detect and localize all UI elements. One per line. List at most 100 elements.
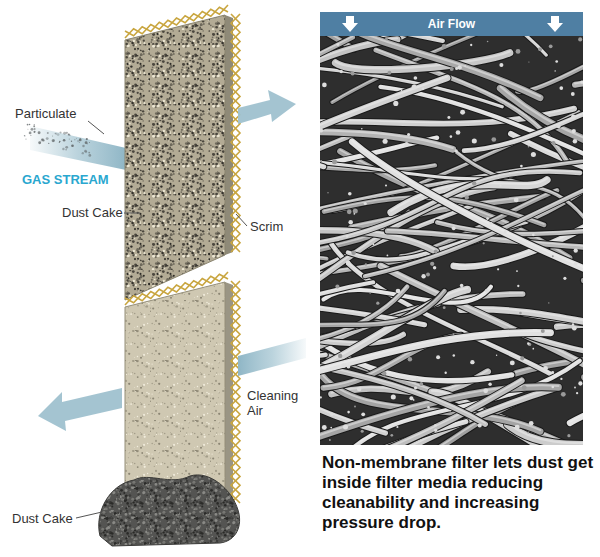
dust-speck xyxy=(419,382,423,386)
dust-speck xyxy=(436,355,440,359)
dust-speck xyxy=(532,233,535,236)
dust-speck xyxy=(487,41,489,43)
fiber xyxy=(320,159,324,186)
scrim-yarn xyxy=(125,272,240,503)
leader-line xyxy=(236,214,247,226)
dust-speck xyxy=(343,425,348,430)
dust-speck xyxy=(347,411,350,414)
dust-speck xyxy=(450,135,453,138)
fiber-edge xyxy=(320,381,522,445)
particle-dot xyxy=(41,138,44,141)
dust-speck xyxy=(532,348,534,350)
particle-dot xyxy=(79,139,82,142)
dust-speck xyxy=(361,128,363,130)
dust-speck xyxy=(510,360,515,365)
down-arrow xyxy=(547,16,563,32)
particle-dot xyxy=(42,139,44,141)
dust-speck xyxy=(464,65,466,67)
dust-speck xyxy=(346,235,349,238)
fiber xyxy=(320,122,453,150)
fiber xyxy=(320,287,407,344)
particle-dot xyxy=(24,135,25,136)
dust-speck xyxy=(578,381,582,385)
particle-dot xyxy=(63,139,66,142)
scrim-yarn xyxy=(125,272,228,303)
fiber-edge xyxy=(518,36,584,92)
dust-speck xyxy=(369,292,371,294)
cleaning-air-out-arrow xyxy=(38,388,122,431)
dust-speck xyxy=(445,372,447,374)
dust-speck xyxy=(385,37,388,40)
dust-speck xyxy=(555,60,558,63)
dust-speck xyxy=(478,423,482,427)
fiber-edge xyxy=(519,331,584,418)
dust-speck xyxy=(456,130,461,135)
dust-speck xyxy=(414,76,418,80)
dust-speck xyxy=(453,354,455,356)
dust-speck xyxy=(552,386,555,389)
fiber xyxy=(352,142,583,289)
dust-speck xyxy=(572,323,575,326)
dust-speck xyxy=(470,44,472,46)
dust-speck xyxy=(396,426,398,428)
dust-speck xyxy=(357,387,362,392)
dust-speck xyxy=(551,371,554,374)
dust-speck xyxy=(453,333,455,335)
dust-speck xyxy=(491,137,496,142)
dust-speck xyxy=(538,47,542,51)
dust-speck xyxy=(364,202,367,205)
fiber xyxy=(320,37,353,221)
particle-dot xyxy=(38,131,41,134)
dust-speck xyxy=(353,208,358,213)
part-label: Cleaning Air xyxy=(247,388,307,418)
dust-speck xyxy=(412,84,417,89)
fiber-highlight xyxy=(381,86,584,220)
fiber-highlight xyxy=(326,36,540,96)
air-flow-band: Air Flow xyxy=(320,12,583,36)
dust-speck xyxy=(520,356,524,360)
dust-speck xyxy=(333,309,335,311)
particulate-haze xyxy=(24,124,91,157)
fiber xyxy=(320,355,326,361)
dust-speck xyxy=(391,395,396,400)
dust-speck xyxy=(541,329,545,333)
caption: Non-membrane filter lets dust get inside… xyxy=(322,453,596,533)
dust-speck xyxy=(353,213,355,215)
dust-speck xyxy=(496,355,497,356)
dust-speck xyxy=(422,87,425,90)
particle-dot xyxy=(31,128,34,131)
dust-speck xyxy=(551,141,555,145)
fiber-mesh xyxy=(320,36,583,445)
particle-dot xyxy=(59,132,60,133)
dust-speck xyxy=(527,432,529,434)
dust-speck xyxy=(472,181,476,185)
dust-speck xyxy=(552,255,554,257)
fiber-edge xyxy=(320,159,324,186)
particle-dot xyxy=(48,143,49,144)
dust-speck xyxy=(347,365,351,369)
fiber-edge xyxy=(320,355,326,361)
dust-speck xyxy=(519,312,522,315)
dust-speck xyxy=(354,406,356,408)
dust-speck xyxy=(573,139,577,143)
leader-line xyxy=(124,213,140,214)
dust-speck xyxy=(404,142,408,146)
dust-speck xyxy=(567,434,570,437)
fiber xyxy=(320,381,522,445)
particle-dot xyxy=(29,132,32,135)
dust-speck xyxy=(442,44,447,49)
dust-speck xyxy=(447,116,450,119)
fiber-edge xyxy=(570,314,583,423)
dust-speck xyxy=(560,378,562,380)
dust-speck xyxy=(574,248,578,252)
dust-speck xyxy=(409,396,413,400)
fiber-edge xyxy=(381,87,584,221)
dust-speck xyxy=(385,184,387,186)
dust-speck xyxy=(499,185,501,187)
dust-speck xyxy=(527,342,530,345)
dust-speck xyxy=(472,380,473,381)
dust-speck xyxy=(322,83,327,88)
dust-speck xyxy=(346,260,351,265)
gas-arrow xyxy=(30,126,126,170)
dust-speck xyxy=(488,382,491,385)
